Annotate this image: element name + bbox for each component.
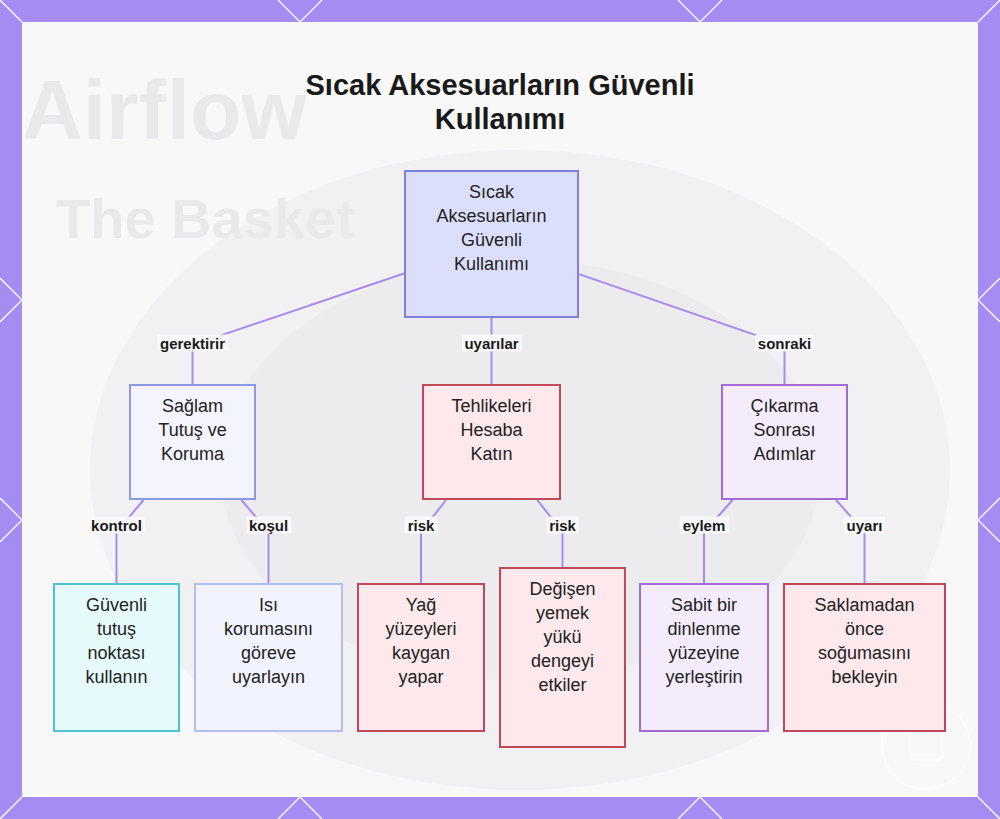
connector-line [241, 500, 268, 583]
node-text: Saklamadan önce soğumasını bekleyin [810, 593, 919, 689]
connector-line [421, 500, 446, 583]
connector-line [836, 500, 864, 583]
edge-label: gerektirir [157, 335, 228, 352]
edge-label: risk [546, 517, 579, 534]
connector-line [704, 500, 733, 583]
concept-box: Tehlikeleri Hesaba Katın [422, 384, 561, 500]
edge-label: kontrol [88, 517, 145, 534]
diagram-title: Sıcak Aksesuarların Güvenli Kullanımı [255, 68, 745, 136]
concept-box: Güvenli tutuş noktası kullanın [53, 583, 180, 732]
watermark-text: The Basket [56, 186, 355, 251]
node-text: Isı korumasını göreve uyarlayın [218, 593, 319, 689]
node-text: Çıkarma Sonrası Adımlar [739, 394, 830, 466]
node-text: Sabit bir dinlenme yüzeyine yerleştirin [659, 593, 749, 689]
edge-label: sonraki [755, 335, 814, 352]
concept-box: Sağlam Tutuş ve Koruma [129, 384, 256, 500]
node-text: Güvenli tutuş noktası kullanın [73, 593, 160, 689]
concept-box: Sabit bir dinlenme yüzeyine yerleştirin [639, 583, 769, 732]
connector-line [579, 274, 785, 384]
edge-label: eylem [680, 517, 729, 534]
node-text: Değişen yemek yükü dengeyi etkiler [521, 577, 604, 697]
connector-line [537, 500, 562, 567]
concept-box: Isı korumasını göreve uyarlayın [194, 583, 343, 732]
connector-line [117, 500, 144, 583]
edge-label: uyarılar [461, 335, 521, 352]
concept-box: Çıkarma Sonrası Adımlar [721, 384, 848, 500]
edge-label: risk [405, 517, 438, 534]
watermark-text: Airflow [22, 62, 307, 159]
concept-box: Saklamadan önce soğumasını bekleyin [783, 583, 946, 732]
node-text: Yağ yüzeyleri kaygan yapar [377, 593, 465, 689]
node-text: Sıcak Aksesuarların Güvenli Kullanımı [431, 180, 552, 276]
concept-box: Değişen yemek yükü dengeyi etkiler [499, 567, 626, 748]
canvas-area [22, 22, 978, 797]
edge-label: koşul [246, 517, 291, 534]
concept-box: Yağ yüzeyleri kaygan yapar [357, 583, 485, 732]
connector-line [193, 274, 405, 384]
edge-label: uyarı [844, 517, 886, 534]
concept-box: Sıcak Aksesuarların Güvenli Kullanımı [404, 170, 579, 318]
node-text: Sağlam Tutuş ve Koruma [149, 394, 236, 466]
node-text: Tehlikeleri Hesaba Katın [444, 394, 539, 466]
